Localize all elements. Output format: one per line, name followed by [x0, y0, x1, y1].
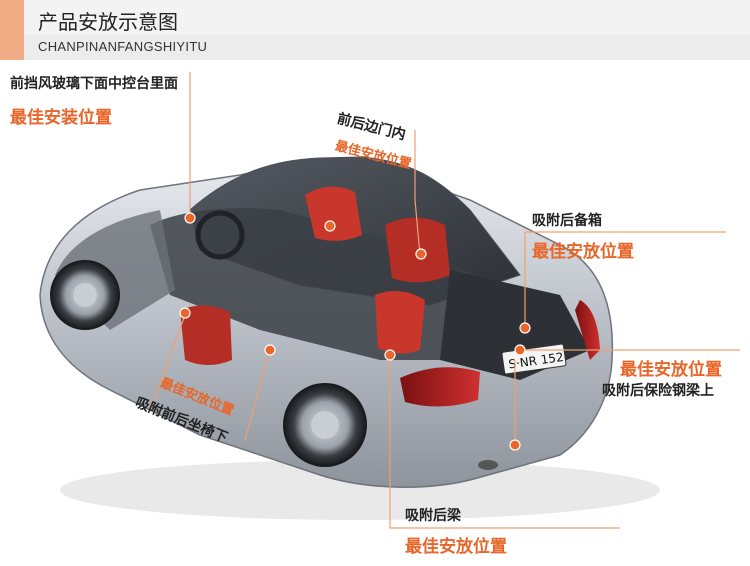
header-subtitle-bar	[24, 35, 750, 60]
leader-lines	[151, 72, 740, 529]
car-diagram: S·NR 152	[39, 72, 740, 529]
rear-bumper-location-label: 吸附后保险钢梁上	[602, 383, 714, 399]
rear-trunk-note-label: 最佳安放位置	[532, 242, 634, 262]
header-banner: 产品安放示意图 CHANPINANFANGSHIYITU	[0, 0, 750, 60]
windshield-note-label: 最佳安装位置	[10, 108, 112, 128]
rear-beam-location-label: 吸附后梁	[405, 508, 461, 524]
rear-beam-note-label: 最佳安放位置	[405, 537, 507, 557]
page-title: 产品安放示意图	[38, 10, 178, 34]
car-illustration: S·NR 152	[39, 156, 660, 520]
header-title-bar	[24, 0, 750, 35]
placement-markers	[179, 212, 531, 451]
header-accent-bar	[0, 0, 24, 60]
windshield-location-label: 前挡风玻璃下面中控台里面	[10, 76, 178, 92]
page-subtitle: CHANPINANFANGSHIYITU	[38, 39, 208, 54]
rear-trunk-location-label: 吸附后备箱	[532, 213, 602, 229]
rear-bumper-note-label: 最佳安放位置	[620, 360, 722, 380]
